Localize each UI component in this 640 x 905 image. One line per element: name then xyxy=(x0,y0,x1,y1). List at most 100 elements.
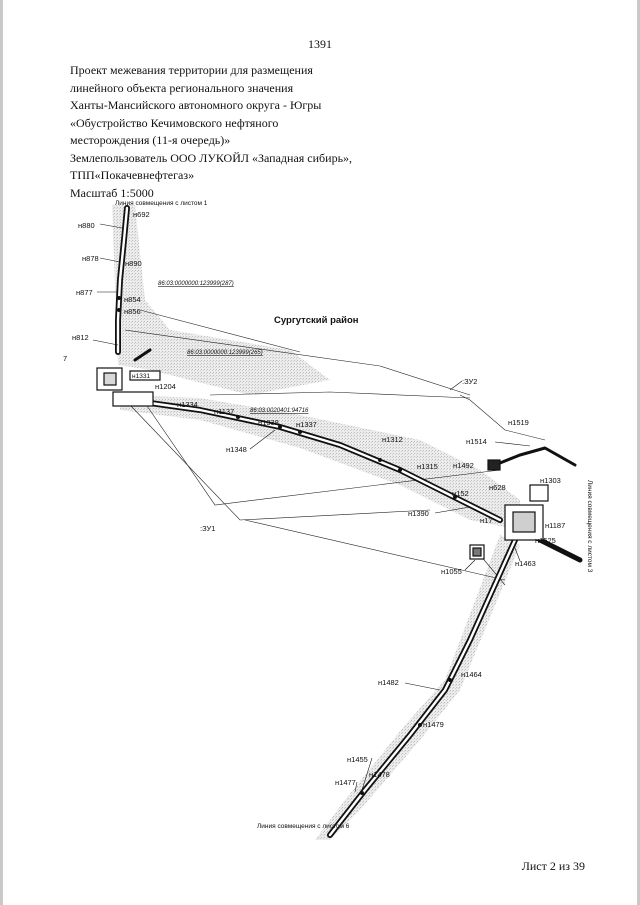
scale-line: Масштаб 1:5000 xyxy=(70,185,154,200)
point-n692: н692 xyxy=(133,210,150,219)
point-n1303: н1303 xyxy=(540,476,561,485)
vertex-n854 xyxy=(117,296,121,300)
boundary-line-4 xyxy=(129,404,431,521)
leader-n1482 xyxy=(404,682,441,691)
point-n1334: н1334 xyxy=(177,400,198,409)
vertices xyxy=(117,296,457,795)
title-line-7: ТПП«Покачевнефтегаз» xyxy=(70,168,195,182)
pipeline-north-core xyxy=(116,206,129,354)
point-n1055: н1055 xyxy=(441,567,462,576)
point-n1464: н1464 xyxy=(461,670,482,679)
pipeline-routes xyxy=(115,205,583,838)
boundary-line-8 xyxy=(479,554,506,586)
match-line-sheet6: Линия совмещения с листом 6 xyxy=(257,823,350,830)
leader-lines xyxy=(92,223,531,793)
point-7: 7 xyxy=(63,354,67,363)
point-n854: н854 xyxy=(124,295,141,304)
leader-n1455 xyxy=(361,757,373,791)
point-n1315: н1315 xyxy=(417,462,438,471)
cadastral-c2: 86:03:0000000:123999(265) xyxy=(187,350,263,356)
point-n1338: н1338 xyxy=(258,418,279,427)
title-block: Проект межевания территории для размещен… xyxy=(70,62,400,202)
leader-n1477 xyxy=(354,781,358,793)
point-n1463: н1463 xyxy=(515,559,536,568)
shaded-areas xyxy=(112,205,520,840)
point-n152: н152 xyxy=(452,489,469,498)
cadastral-c3: 86:03:0020401:94716 xyxy=(250,408,309,414)
vertex-n1137 xyxy=(236,415,240,419)
point-n1390: н1390 xyxy=(408,509,429,518)
point-n1455: н1455 xyxy=(347,755,368,764)
vertex-n1338 xyxy=(278,425,282,429)
point-n812: н812 xyxy=(72,333,89,342)
point-n1331: н1331 xyxy=(132,373,150,380)
shaded-area-north xyxy=(112,205,330,395)
vertex-n1478 xyxy=(360,791,364,795)
point-n1204: н1204 xyxy=(155,382,176,391)
boundary-line-6 xyxy=(459,394,546,441)
structure-n1055-inner xyxy=(472,547,482,557)
leader-n1390 xyxy=(434,506,471,514)
point-n1514: н1514 xyxy=(466,437,487,446)
sheet-label: Лист 2 из 39 xyxy=(521,859,585,873)
cadastral-c1: 86:03:0000000:123999(287) xyxy=(158,281,234,287)
point-n1479: н1479 xyxy=(423,720,444,729)
leader-n880 xyxy=(99,223,123,229)
title-line-1: Проект межевания территории для размещен… xyxy=(70,63,313,77)
shaded-area-corridor xyxy=(120,395,520,530)
point-n1337: н1337 xyxy=(296,420,317,429)
point-n1478: н1478 xyxy=(369,770,390,779)
boundary-line-7 xyxy=(209,391,471,399)
leader-n812 xyxy=(92,339,119,346)
point-n856: н856 xyxy=(124,307,141,316)
point-n1187: н1187 xyxy=(545,521,565,530)
scan-edge-left xyxy=(0,0,3,905)
point-n890: н890 xyxy=(125,259,142,268)
title-line-3: Ханты-Мансийского автономного округа - Ю… xyxy=(70,98,322,112)
shaded-area-south xyxy=(315,535,520,840)
pipeline-fragment xyxy=(133,348,152,362)
title-line-2: линейного объекта регионального значения xyxy=(70,80,294,95)
structure-label-box xyxy=(129,370,161,381)
point-n1137: н1137 xyxy=(214,407,234,416)
point-n880: н880 xyxy=(78,221,95,230)
leader-n1463 xyxy=(514,547,521,562)
leader-n1348 xyxy=(249,429,276,450)
structures xyxy=(96,367,549,560)
point-n1477: н1477 xyxy=(335,778,356,787)
point-n877: н877 xyxy=(76,288,93,297)
point-n1312: н1312 xyxy=(382,435,403,444)
structure-n1492 xyxy=(487,459,501,471)
vertex-n1312 xyxy=(378,458,382,462)
point-n878: н878 xyxy=(82,254,99,263)
boundary-line-5 xyxy=(244,519,506,581)
title-line-6: Землепользователь ООО ЛУКОЙЛ «Западная с… xyxy=(70,150,353,165)
pipeline-east-exit xyxy=(537,537,583,563)
vertex-n1315 xyxy=(398,468,402,472)
vertex-n1479 xyxy=(418,723,422,727)
point-n17: н17 xyxy=(480,516,492,525)
point-n1492: н1492 xyxy=(453,461,474,470)
pipeline-south-core xyxy=(328,538,517,837)
structure-left-pad-inner xyxy=(103,372,117,386)
vertex-n856 xyxy=(117,308,121,312)
boundary-line-2 xyxy=(139,309,301,353)
pipeline-east-branch xyxy=(493,446,577,467)
structure-east-pad-inner xyxy=(512,511,536,533)
vertex-n152 xyxy=(453,495,457,499)
point-n1348: н1348 xyxy=(226,445,247,454)
leader-zu2 xyxy=(449,380,463,391)
boundary-lines xyxy=(124,309,546,586)
structure-east-block xyxy=(529,484,549,502)
point-n1482: н1482 xyxy=(378,678,399,687)
boundary-line-3 xyxy=(144,402,501,506)
leader-n878 xyxy=(99,257,121,263)
parcel-zu2: :ЗУ2 xyxy=(462,377,477,386)
point-n1525: н1525 xyxy=(535,536,556,545)
title-line-5: месторождения (11-я очередь)» xyxy=(70,133,231,147)
boundary-line-1 xyxy=(124,329,471,396)
match-line-sheet3: Линия совмещения с листом 3 xyxy=(586,480,593,573)
region-name: Сургутский район xyxy=(274,315,359,326)
title-line-4: «Обустройство Кечимовского нефтяного xyxy=(70,115,279,130)
